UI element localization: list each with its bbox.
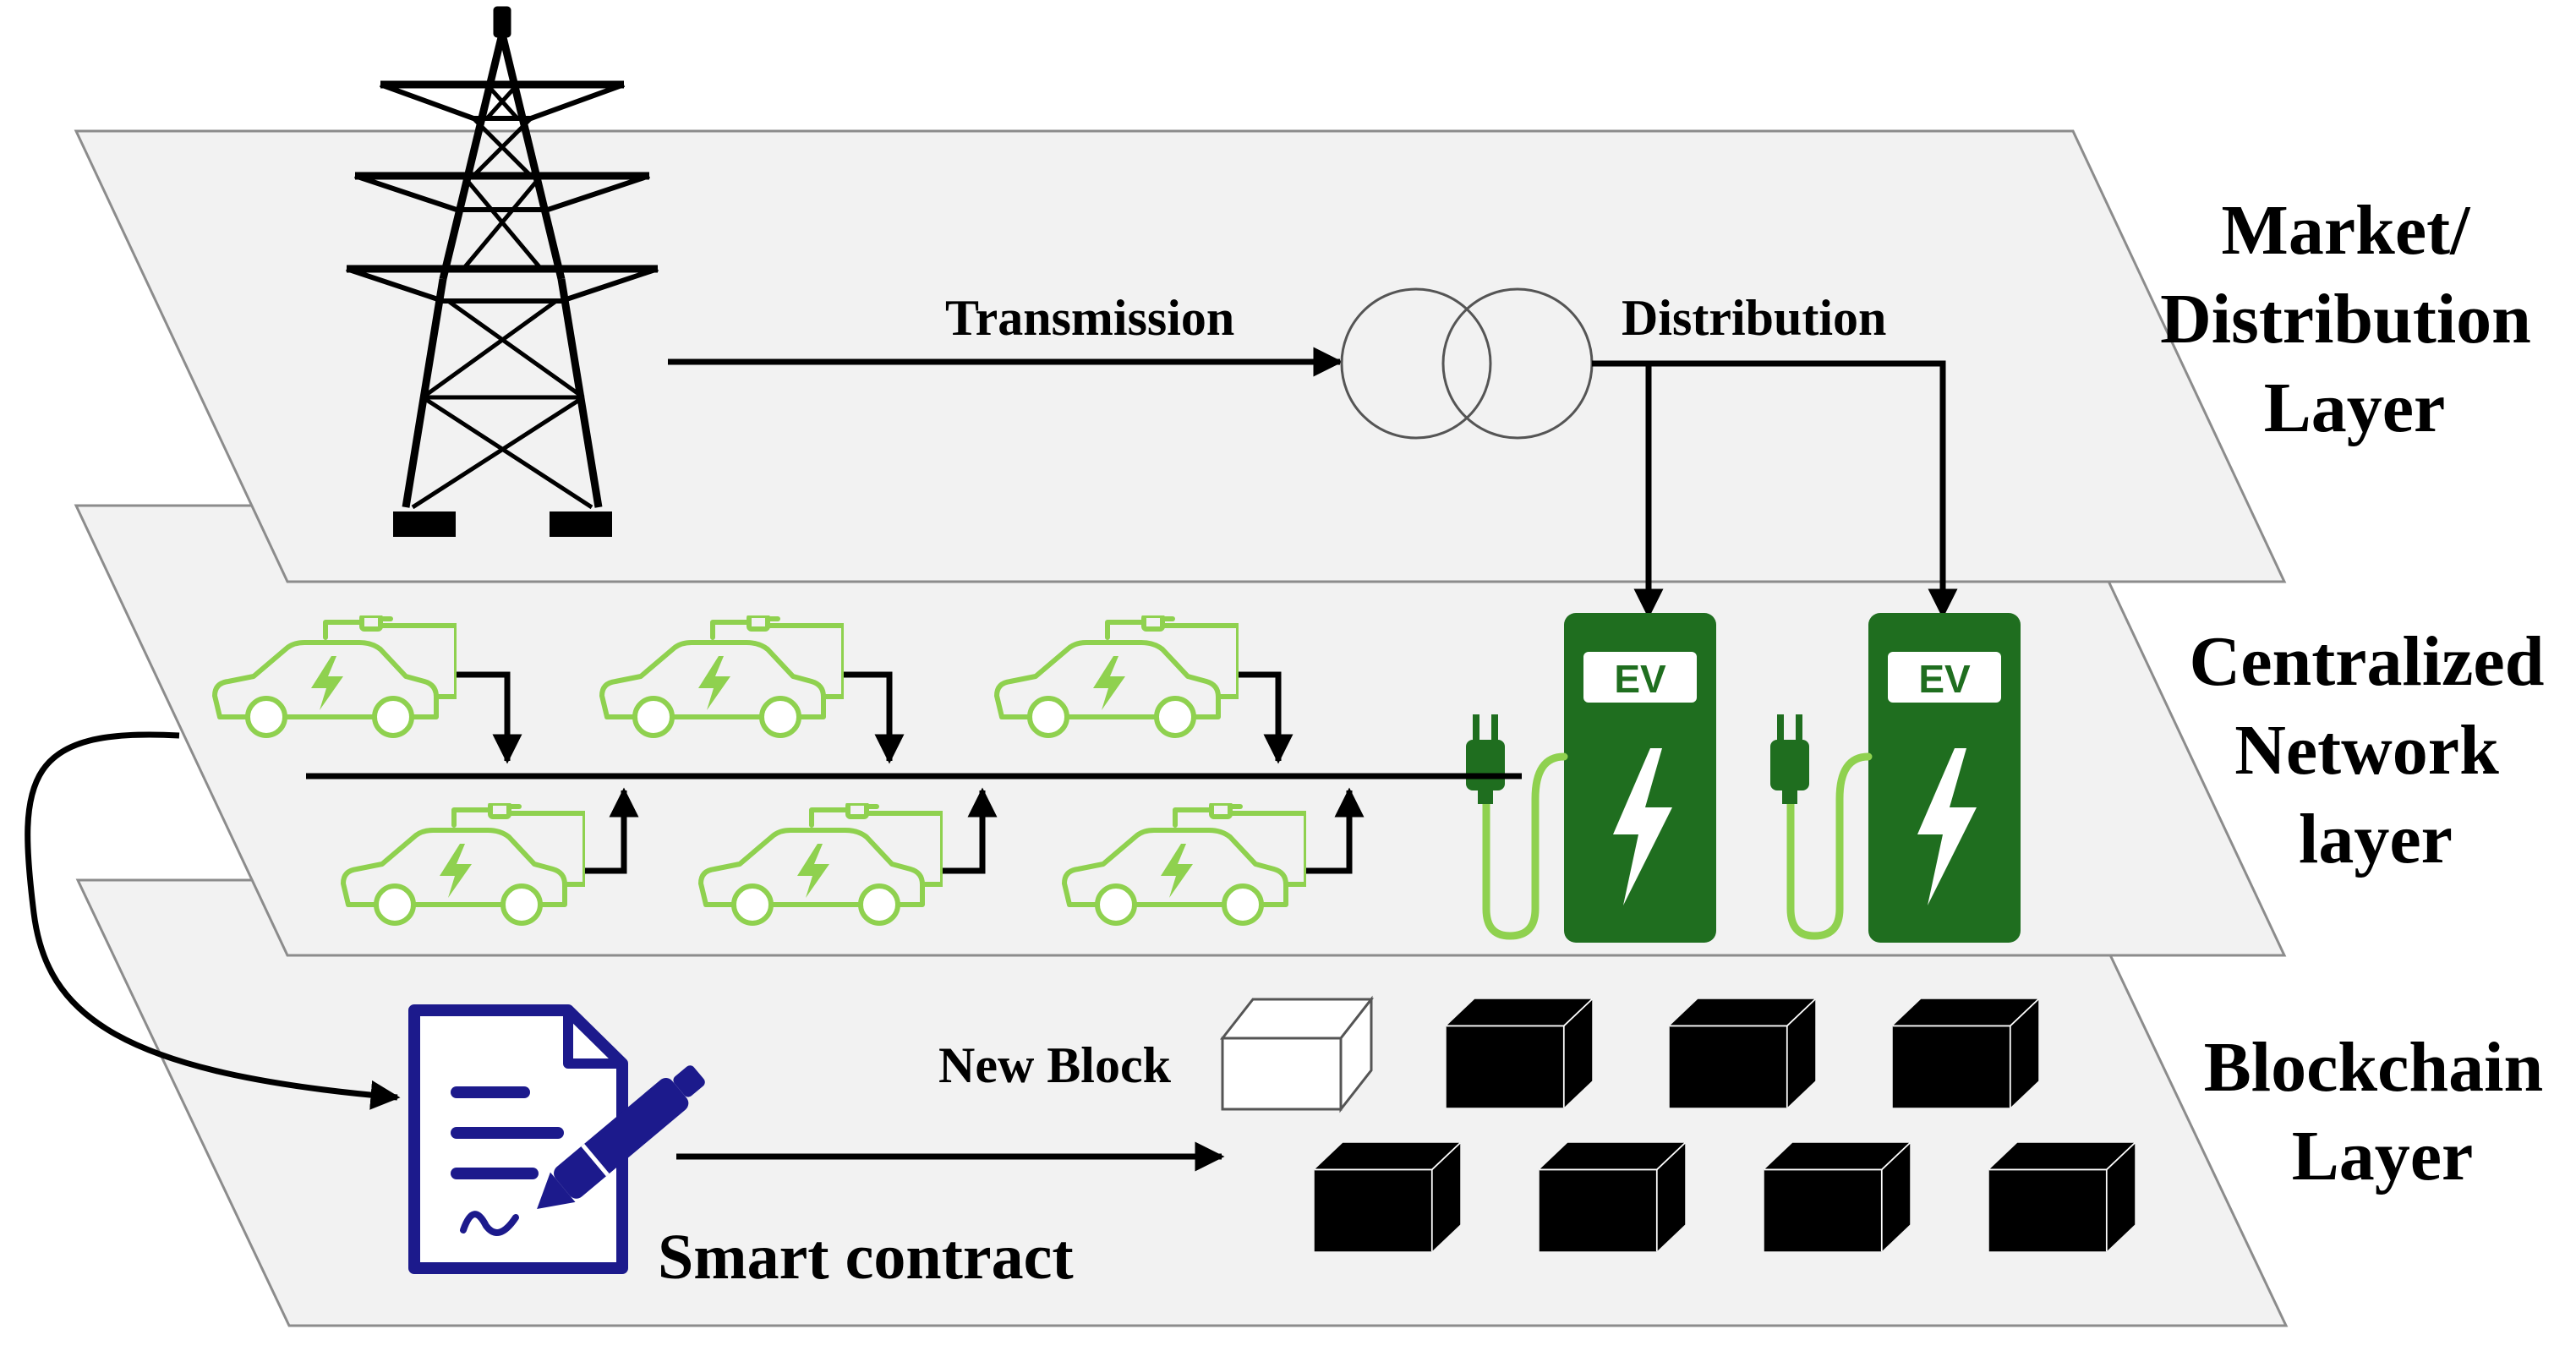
blockchain-block-icon-6 (1763, 1141, 1911, 1253)
network-to-contract-arrow (25, 731, 401, 1110)
blockchain-block-icon-7 (1988, 1141, 2136, 1253)
network-layer-label: Centralized Network layer (2190, 622, 2562, 878)
ev-charge-arrows (585, 787, 1365, 874)
transmission-label: Transmission (945, 290, 1234, 346)
new-block-icon (1219, 995, 1375, 1113)
blockchain-block-icon-1 (1445, 998, 1594, 1109)
blockchain-layer-label: Blockchain Layer (2204, 1028, 2561, 1195)
transmission-tower-icon (346, 6, 659, 537)
blockchain-block-icon-4 (1313, 1141, 1462, 1253)
new-block-label: New Block (938, 1037, 1172, 1093)
market-layer (74, 129, 2287, 583)
smart-contract-label: Smart contract (658, 1222, 1074, 1293)
market-layer-plane (74, 129, 2287, 583)
ev-discharge-arrows (457, 671, 1293, 764)
blockchain-block-icon-5 (1538, 1141, 1687, 1253)
distribution-label: Distribution (1622, 290, 1886, 346)
market-layer-label: Market/ Distribution Layer (2160, 191, 2549, 447)
blockchain-block-icon-2 (1668, 998, 1817, 1109)
smart-contract-document-icon (408, 1004, 705, 1274)
blockchain-block-icon-3 (1891, 998, 2040, 1109)
